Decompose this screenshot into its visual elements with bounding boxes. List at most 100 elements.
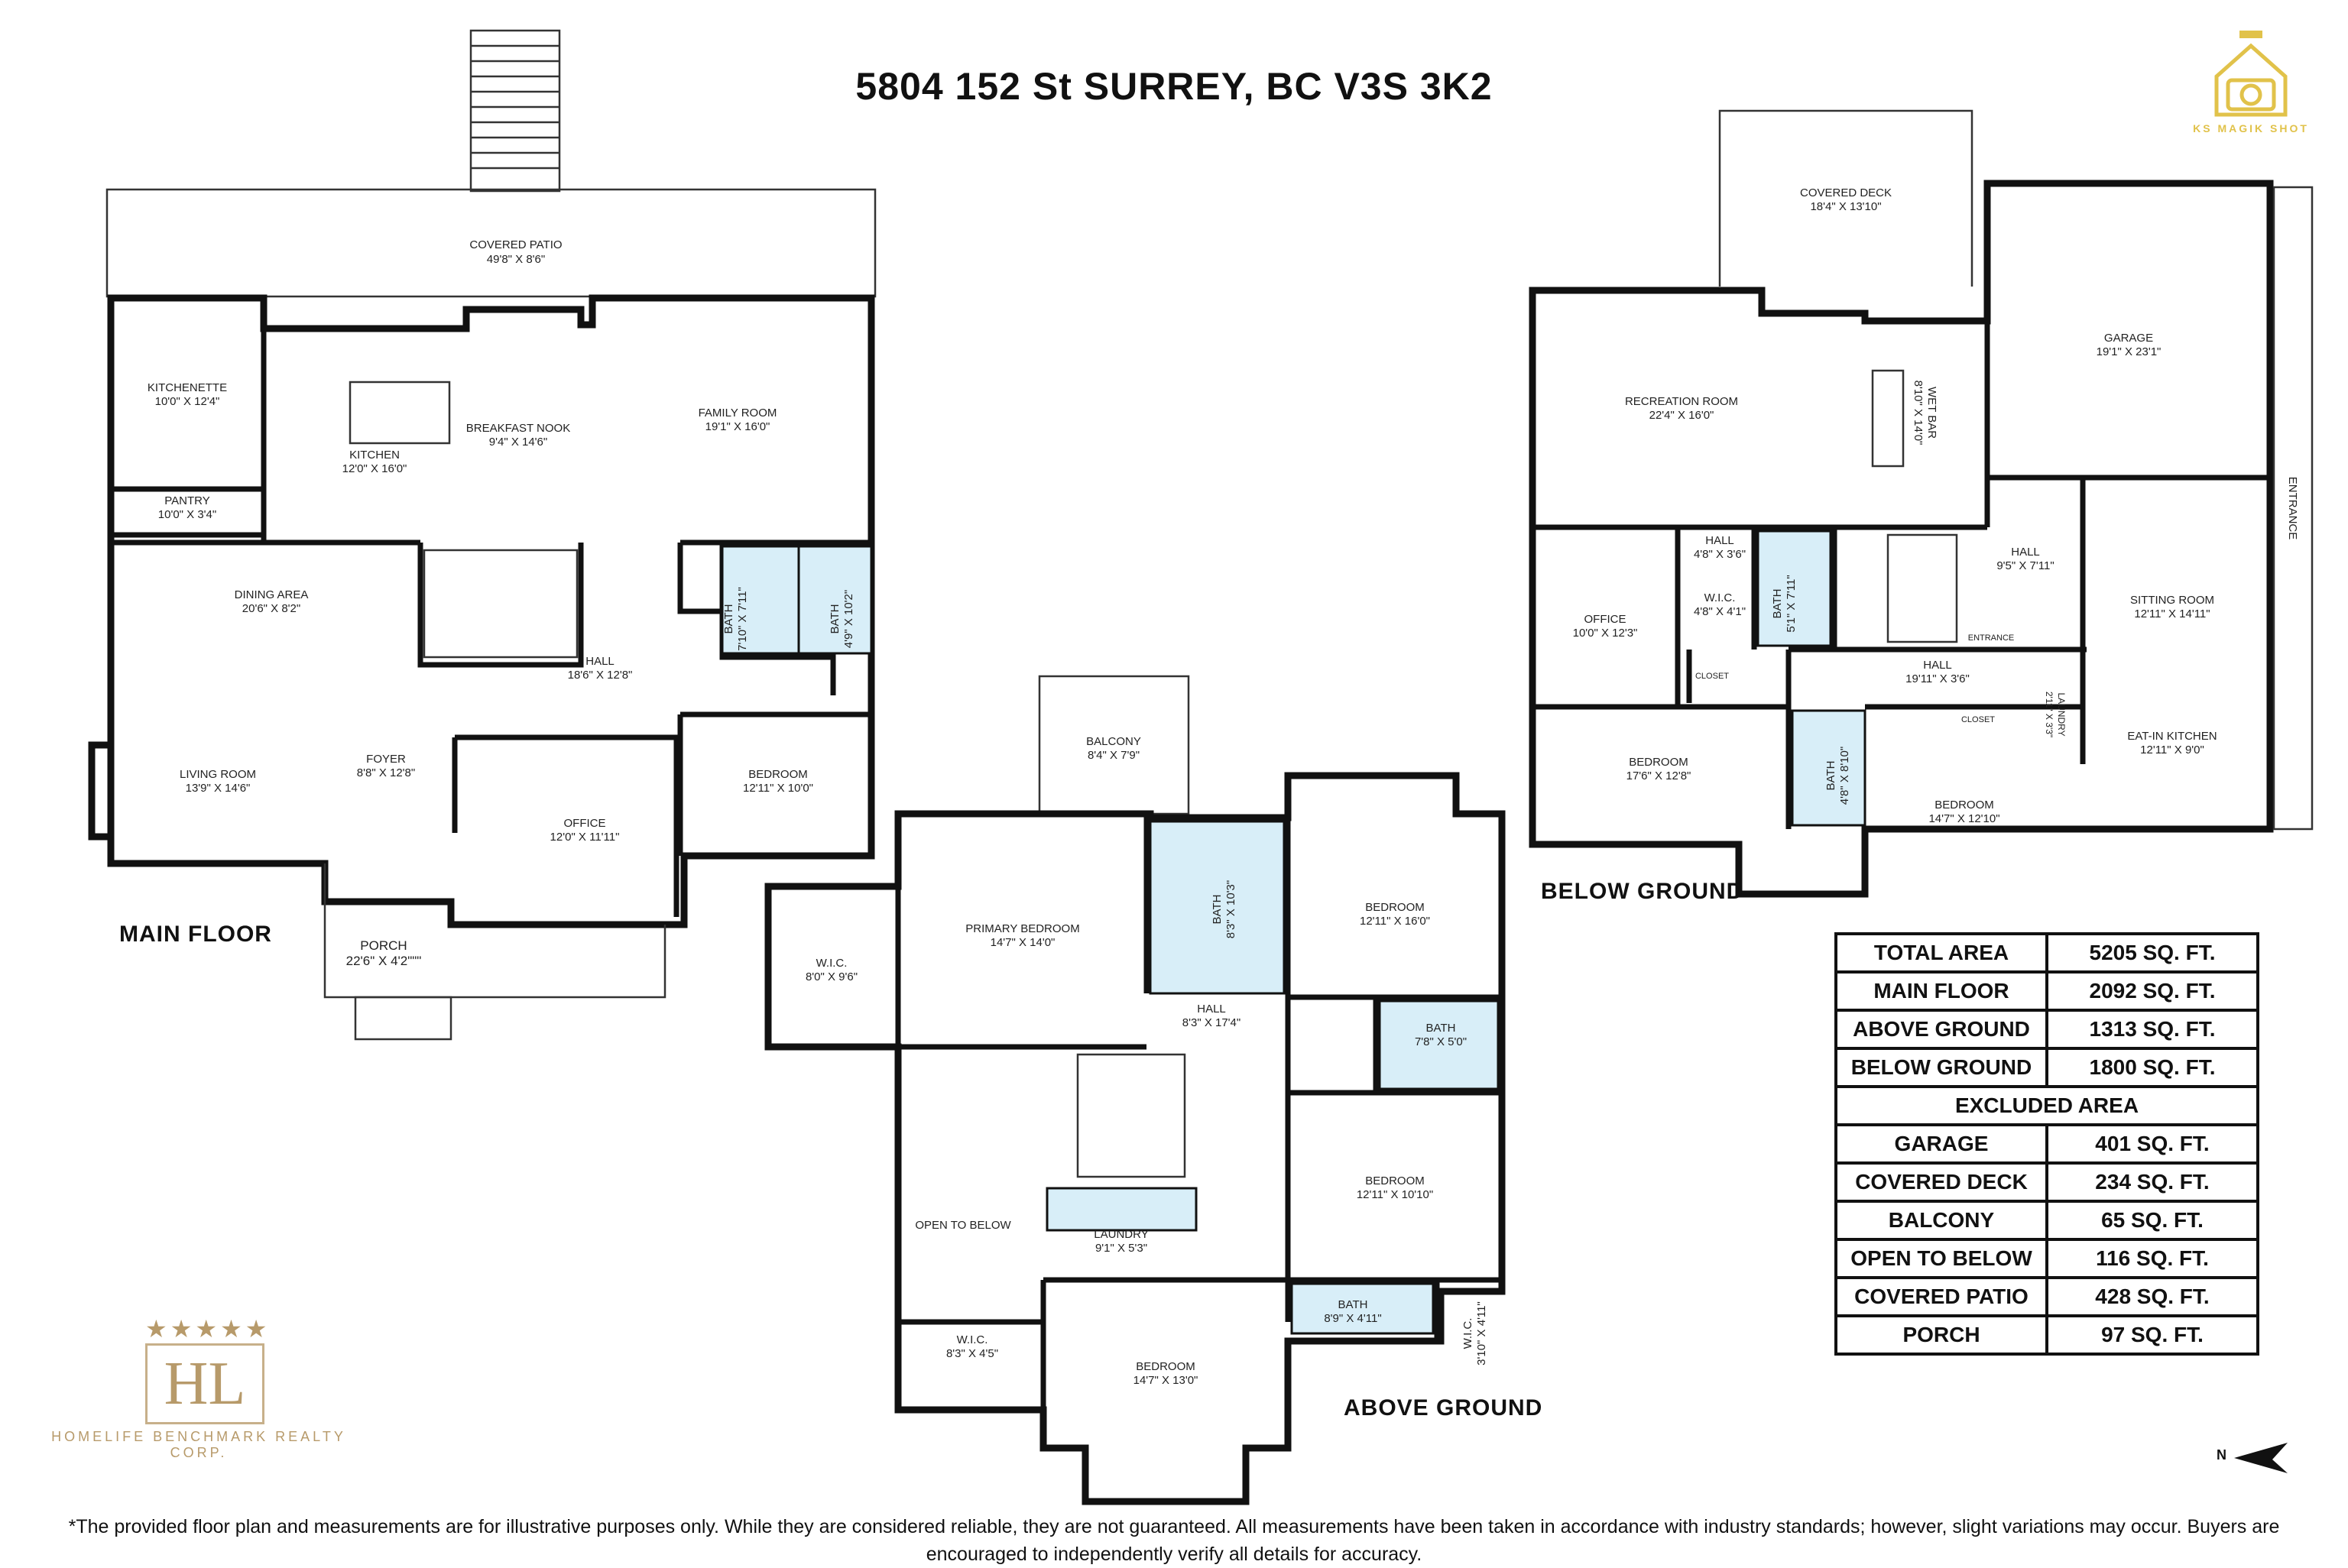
excluded-area-header: EXCLUDED AREA [1834, 1085, 2259, 1126]
room-dims-below-hall-1: 4'8" X 3'6" [1694, 548, 1746, 561]
room-dims-dining-area: 20'6" X 8'2" [242, 602, 300, 615]
room-dims-wet-bar: 8'10" X 14'0" [1912, 381, 1925, 445]
area-label: MAIN FLOOR [1834, 970, 2048, 1012]
north-compass: N [2217, 1437, 2293, 1475]
room-name-below-bath-2: BATH [1824, 761, 1837, 791]
room-name-above-wic-3: W.I.C. [1461, 1318, 1474, 1349]
table-row: BELOW GROUND 1800 SQ. FT. [1834, 1047, 2259, 1088]
room-name-main-bedroom: BEDROOM [748, 768, 808, 781]
table-row: EXCLUDED AREA [1834, 1085, 2259, 1126]
area-label: COVERED PATIO [1834, 1276, 2048, 1317]
room-name-primary-bath: BATH [1211, 895, 1224, 925]
ks-magik-shot-name: KS MAGIK SHOT [2193, 122, 2309, 134]
room-dims-above-bedroom-1: 12'11" X 16'0" [1360, 915, 1430, 928]
room-dims-below-wic: 4'8" X 4'1" [1694, 605, 1746, 618]
room-name-covered-deck: COVERED DECK [1800, 186, 1892, 199]
table-row: BALCONY 65 SQ. FT. [1834, 1200, 2259, 1241]
room-dims-above-wic-2: 8'3" X 4'5" [946, 1347, 998, 1360]
room-dims-below-hall-3: 19'11" X 3'6" [1905, 672, 1970, 685]
area-label: OPEN TO BELOW [1834, 1238, 2048, 1279]
room-name-above-bedroom-3: BEDROOM [1136, 1360, 1195, 1373]
room-dims-sitting-room: 12'11" X 14'11" [2134, 607, 2210, 620]
room-dims-main-bedroom: 12'11" X 10'0" [743, 782, 813, 795]
area-value: 428 SQ. FT. [2045, 1276, 2259, 1317]
room-dims-kitchen: 12'0" X 16'0" [342, 462, 407, 475]
room-dims-above-bath-2: 7'8" X 5'0" [1415, 1035, 1467, 1048]
table-row: TOTAL AREA 5205 SQ. FT. [1834, 932, 2259, 974]
room-dims-primary-wic: 8'0" X 9'6" [806, 970, 858, 983]
room-dims-balcony: 8'4" X 7'9" [1088, 749, 1140, 762]
room-dims-below-office: 10'0" X 12'3" [1573, 627, 1638, 640]
room-name-below-bedroom-2: BEDROOM [1935, 799, 1994, 812]
covered-patio-outline [105, 188, 877, 298]
area-label: PORCH [1834, 1314, 2048, 1356]
area-label: GARAGE [1834, 1123, 2048, 1165]
room-name-below-laundry: LAUNDRY [2056, 692, 2067, 736]
room-name-kitchenette: KITCHENETTE [148, 381, 227, 394]
room-dims-above-bath-3: 8'9" X 4'11" [1324, 1312, 1381, 1325]
room-name-living-room: LIVING ROOM [180, 768, 256, 781]
area-label: BELOW GROUND [1834, 1047, 2048, 1088]
room-dims-above-wic-3: 3'10" X 4'11" [1475, 1301, 1488, 1366]
room-dims-above-hall: 8'3" X 17'4" [1182, 1016, 1240, 1029]
room-dims-main-office: 12'0" X 11'11" [550, 831, 620, 844]
room-name-below-entrance: ENTRANCE [1968, 633, 2015, 643]
above-bath-3-floor [1290, 1282, 1435, 1335]
covered-deck-outline [1718, 109, 1973, 287]
room-dims-porch: 22'6" X 4'2""" [346, 954, 422, 968]
room-name-foyer: FOYER [366, 753, 406, 766]
entrance-ramp [2272, 186, 2314, 831]
room-name-primary-wic: W.I.C. [816, 957, 848, 970]
area-summary-table: TOTAL AREA 5205 SQ. FT. MAIN FLOOR 2092 … [1834, 932, 2259, 1356]
above-ground-plan [764, 675, 1506, 1505]
room-dims-primary-bath: 8'3" X 10'3" [1224, 880, 1237, 938]
ks-magik-shot-logo: KS MAGIK SHOT [2186, 23, 2316, 138]
room-dims-below-bath-2: 4'8" X 8'10" [1838, 747, 1851, 805]
wet-bar-island [1871, 369, 1905, 468]
area-label: TOTAL AREA [1834, 932, 2048, 974]
area-label: COVERED DECK [1834, 1161, 2048, 1203]
room-name-breakfast-nook: BREAKFAST NOOK [466, 422, 570, 435]
room-dims-living-room: 13'9" X 14'6" [186, 782, 251, 795]
homelife-name: HOMELIFE BENCHMARK REALTY CORP. [51, 1429, 346, 1460]
room-dims-laundry: 9'1" X 5'3" [1095, 1242, 1147, 1255]
room-dims-below-hall-2: 9'5" X 7'11" [1996, 559, 2054, 572]
room-name-primary-bedroom: PRIMARY BEDROOM [965, 922, 1079, 935]
floor-label-above: ABOVE GROUND [1344, 1395, 1543, 1421]
area-label: ABOVE GROUND [1834, 1009, 2048, 1050]
below-stairs [1886, 533, 1958, 643]
room-name-main-office: OFFICE [564, 817, 606, 830]
room-name-main-bath-1: BATH [722, 604, 735, 634]
room-dims-below-laundry: 2'11" X 3'3" [2044, 692, 2054, 737]
room-dims-below-bath-1: 5'1" X 7'11" [1785, 575, 1798, 632]
room-name-below-closet-1: CLOSET [1695, 672, 1729, 681]
area-value: 97 SQ. FT. [2045, 1314, 2259, 1356]
room-name-garage-entrance: ENTRANCE [2286, 477, 2299, 540]
room-dims-main-bath-1: 7'10" X 7'11" [736, 587, 749, 651]
floor-label-below: BELOW GROUND [1541, 879, 1744, 904]
room-name-balcony: BALCONY [1086, 735, 1141, 748]
room-dims-breakfast-nook: 9'4" X 14'6" [489, 436, 547, 449]
table-row: OPEN TO BELOW 116 SQ. FT. [1834, 1238, 2259, 1279]
room-name-open-to-below: OPEN TO BELOW [915, 1219, 1011, 1232]
room-dims-foyer: 8'8" X 12'8" [357, 766, 415, 779]
room-name-covered-patio: COVERED PATIO [469, 238, 562, 251]
room-name-below-bedroom-1: BEDROOM [1629, 756, 1688, 769]
room-name-main-bath-2: BATH [829, 604, 842, 634]
room-name-below-hall-1: HALL [1705, 534, 1734, 547]
table-row: ABOVE GROUND 1313 SQ. FT. [1834, 1009, 2259, 1050]
room-name-above-bath-2: BATH [1426, 1022, 1456, 1035]
room-dims-below-bedroom-1: 17'6" X 12'8" [1626, 769, 1691, 782]
room-name-below-bath-1: BATH [1771, 589, 1784, 619]
room-name-recreation-room: RECREATION ROOM [1625, 395, 1738, 408]
room-dims-main-bath-2: 4'9" X 10'2" [842, 590, 855, 648]
area-value: 401 SQ. FT. [2045, 1123, 2259, 1165]
room-name-main-hall: HALL [585, 655, 615, 668]
room-dims-recreation-room: 22'4" X 16'0" [1649, 409, 1714, 422]
room-name-below-wic: W.I.C. [1704, 591, 1736, 604]
room-name-above-hall: HALL [1197, 1003, 1226, 1016]
room-name-below-office: OFFICE [1584, 613, 1626, 626]
room-dims-kitchenette: 10'0" X 12'4" [155, 395, 220, 408]
below-bath-2-floor [1791, 709, 1866, 827]
